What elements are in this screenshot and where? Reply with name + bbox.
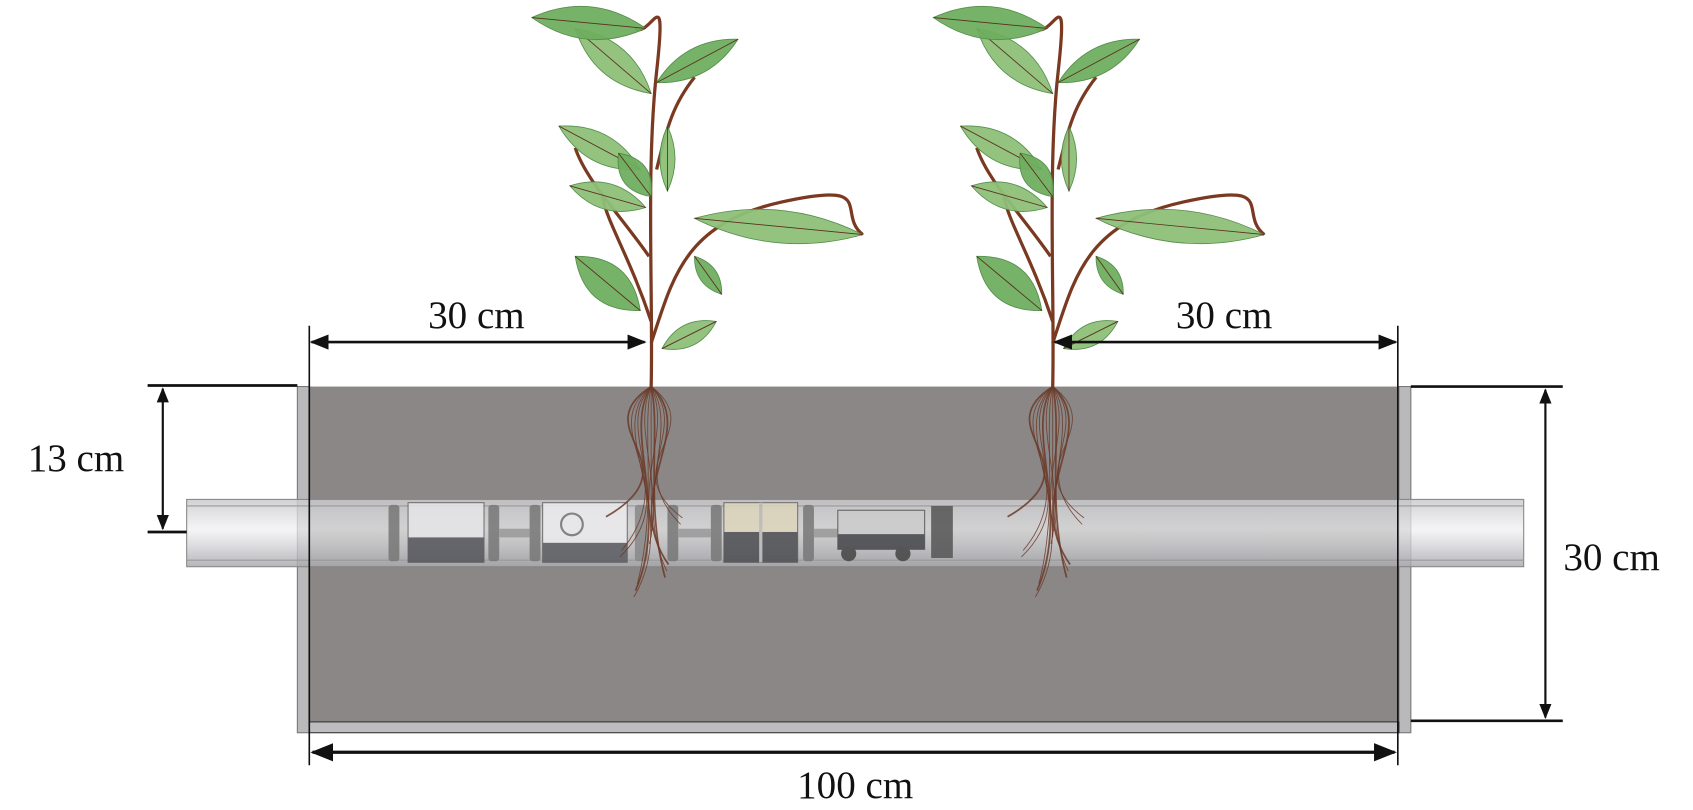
roots	[1007, 385, 1085, 598]
dimension-box-length: 100 cm	[310, 743, 1397, 807]
stem	[633, 15, 662, 387]
dimension-left-plant: 30 cm	[308, 294, 647, 766]
plant-2	[932, 5, 1266, 598]
stem	[649, 193, 864, 344]
plant-1	[530, 5, 864, 598]
dimension-box-height: 30 cm	[1410, 385, 1660, 723]
stem	[1051, 193, 1266, 344]
dimension-right-plant: 30 cm	[1052, 294, 1399, 766]
plants	[530, 5, 1266, 598]
right-plant-distance-label: 30 cm	[1176, 294, 1273, 337]
pipe-robot	[388, 502, 953, 563]
box-length-label: 100 cm	[797, 764, 913, 807]
box-height-label: 30 cm	[1563, 536, 1660, 579]
left-plant-distance-label: 30 cm	[428, 294, 525, 337]
stem	[1035, 15, 1064, 387]
roots	[605, 385, 683, 598]
pipe-depth-label: 13 cm	[28, 437, 125, 480]
bottom-frame	[308, 721, 1400, 734]
dimension-pipe-depth: 13 cm	[28, 384, 298, 534]
